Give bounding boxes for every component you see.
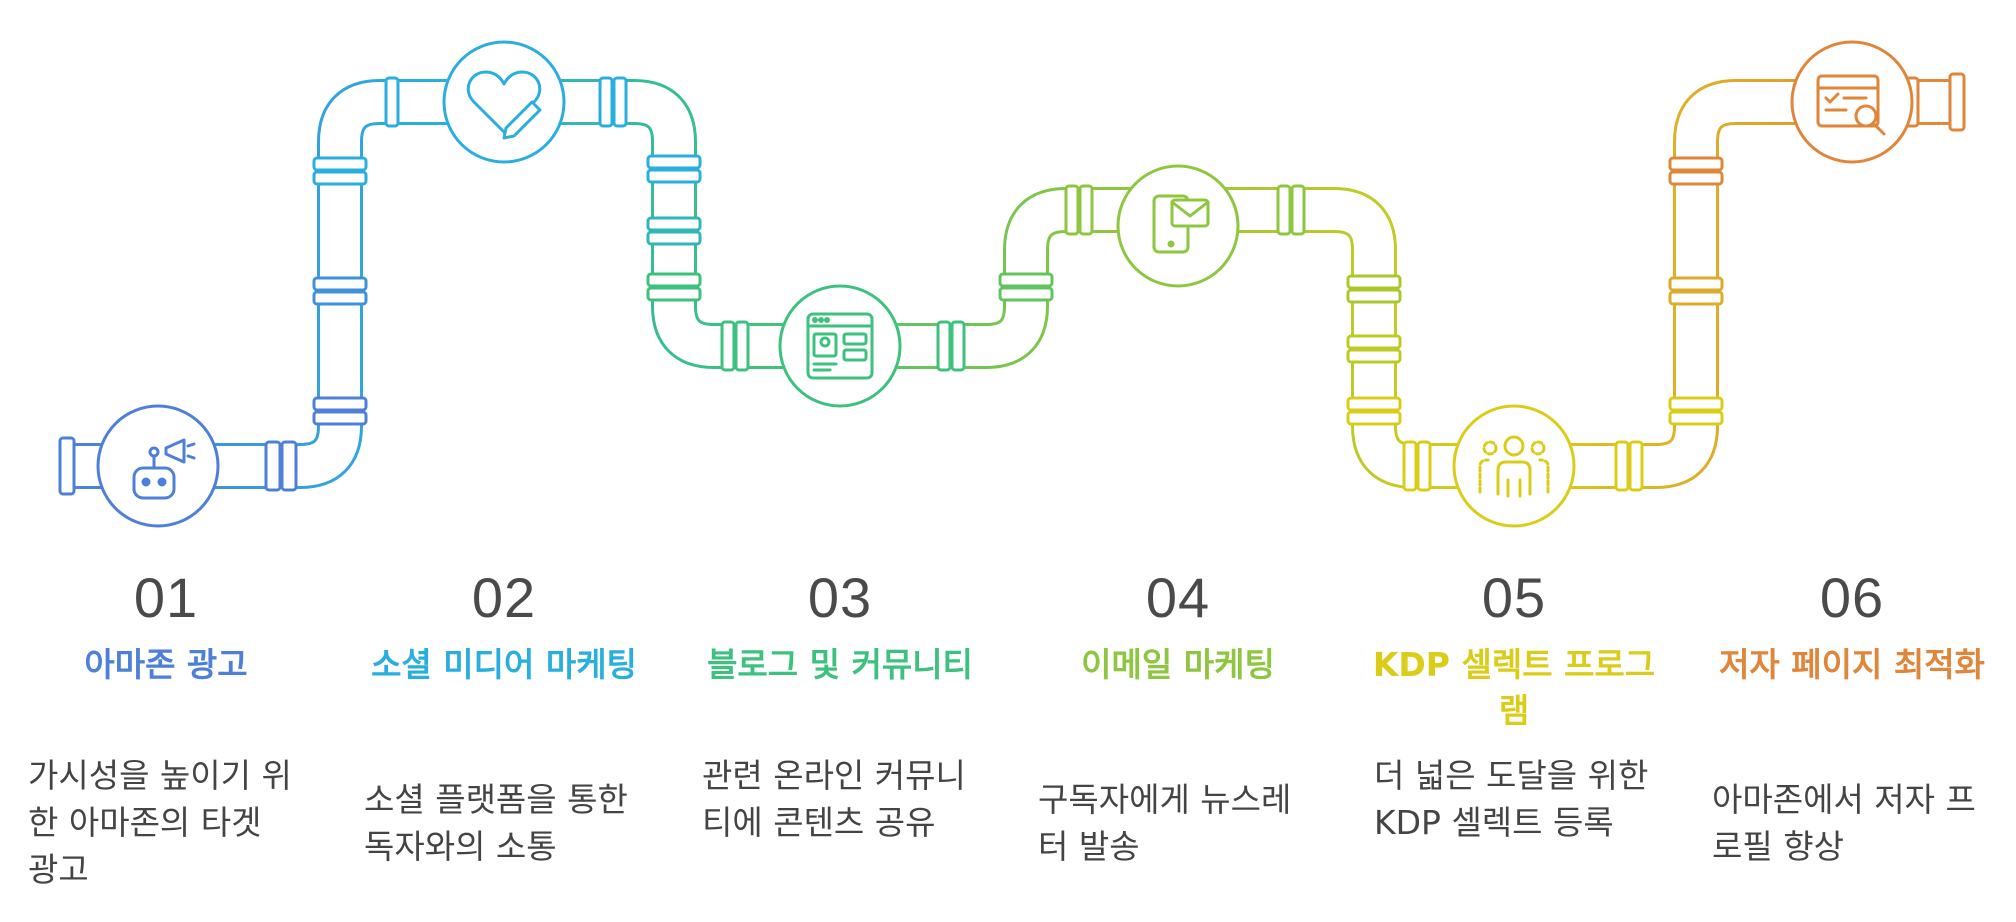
step-title: 블로그 및 커뮤니티	[707, 645, 973, 684]
heart-pencil-icon	[466, 70, 542, 140]
step-number: 06	[1819, 566, 1885, 629]
icon-node-3	[778, 284, 902, 408]
step-3-description: 관련 온라인 커뮤니티에 콘텐츠 공유	[702, 756, 966, 842]
step-number: 03	[807, 566, 873, 629]
step-number: 05	[1481, 566, 1547, 629]
step-title: 소셜 미디어 마케팅	[371, 645, 637, 684]
step-4: 04 이메일 마케팅	[1028, 560, 1328, 688]
step-title: 저자 페이지 최적화	[1719, 645, 1985, 684]
step-5-description: 더 넓은 도달을 위한 KDP 셀렉트 등록	[1374, 756, 1649, 842]
icon-node-2	[442, 40, 566, 164]
pipe-joints	[58, 72, 1966, 496]
step-5: 05 KDP 셀렉트 프로그램	[1364, 560, 1664, 734]
step-2-description: 소셜 플랫폼을 통한 독자와의 소통	[364, 780, 628, 866]
step-1: 01 아마존 광고	[16, 560, 316, 688]
step-number: 04	[1145, 566, 1211, 629]
icon-node-5	[1452, 404, 1576, 528]
people-group-icon	[1478, 435, 1550, 498]
icon-node-6	[1790, 40, 1914, 164]
step-6-description: 아마존에서 저자 프로필 향상	[1712, 780, 1976, 866]
robot-megaphone-icon	[132, 438, 196, 500]
web-page-icon	[806, 312, 874, 380]
icon-node-1	[96, 404, 220, 528]
step-3: 03 블로그 및 커뮤니티	[690, 560, 990, 688]
step-4-description: 구독자에게 뉴스레터 발송	[1038, 780, 1292, 866]
step-title: 이메일 마케팅	[1081, 645, 1275, 684]
icon-node-4	[1116, 164, 1240, 288]
search-document-icon	[1816, 74, 1886, 136]
step-number: 02	[471, 566, 537, 629]
step-title: KDP 셀렉트 프로그램	[1372, 645, 1656, 730]
phone-mail-icon	[1152, 194, 1210, 254]
step-1-description: 가시성을 높이기 위한 아마존의 타겟 광고	[28, 756, 292, 889]
step-2: 02 소셜 미디어 마케팅	[354, 560, 654, 688]
step-title: 아마존 광고	[84, 645, 248, 684]
step-number: 01	[133, 566, 199, 629]
step-6: 06 저자 페이지 최적화	[1702, 560, 2002, 688]
